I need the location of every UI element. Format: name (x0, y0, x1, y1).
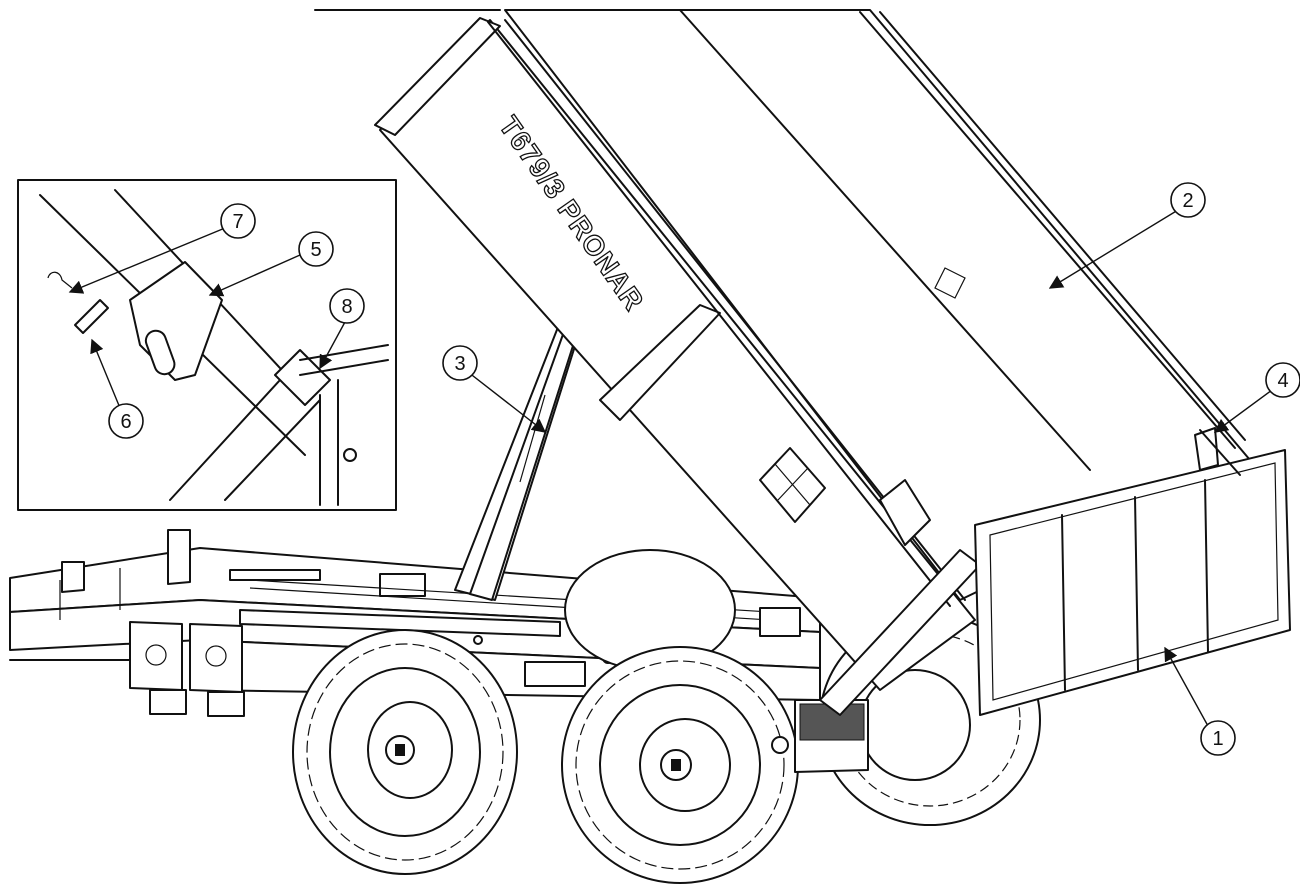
svg-text:5: 5 (310, 239, 321, 261)
svg-text:7: 7 (232, 211, 243, 233)
callout-5: 5 (208, 231, 334, 297)
svg-text:2: 2 (1182, 190, 1193, 212)
callout-6: 6 (90, 338, 144, 439)
rear-lights (9, 621, 245, 717)
detail-inset (17, 179, 397, 511)
hydraulic-cylinder (454, 321, 581, 601)
cargo-box (314, 9, 1251, 754)
callout-2: 2 (1048, 182, 1206, 289)
callout-3: 3 (442, 345, 547, 433)
svg-text:1: 1 (1212, 728, 1223, 750)
svg-text:8: 8 (341, 296, 352, 318)
callout-7: 7 (68, 203, 256, 294)
wheel-left (292, 629, 518, 875)
callout-4: 4 (1213, 362, 1300, 433)
svg-text:3: 3 (454, 353, 465, 375)
callout-1: 1 (1164, 646, 1236, 756)
callout-8: 8 (319, 288, 365, 370)
wheel-right (561, 646, 799, 884)
svg-text:6: 6 (120, 411, 131, 433)
svg-text:4: 4 (1277, 370, 1288, 392)
warning-label-grid (759, 447, 826, 523)
tailgate (974, 427, 1291, 716)
reflector-plate (794, 699, 869, 773)
